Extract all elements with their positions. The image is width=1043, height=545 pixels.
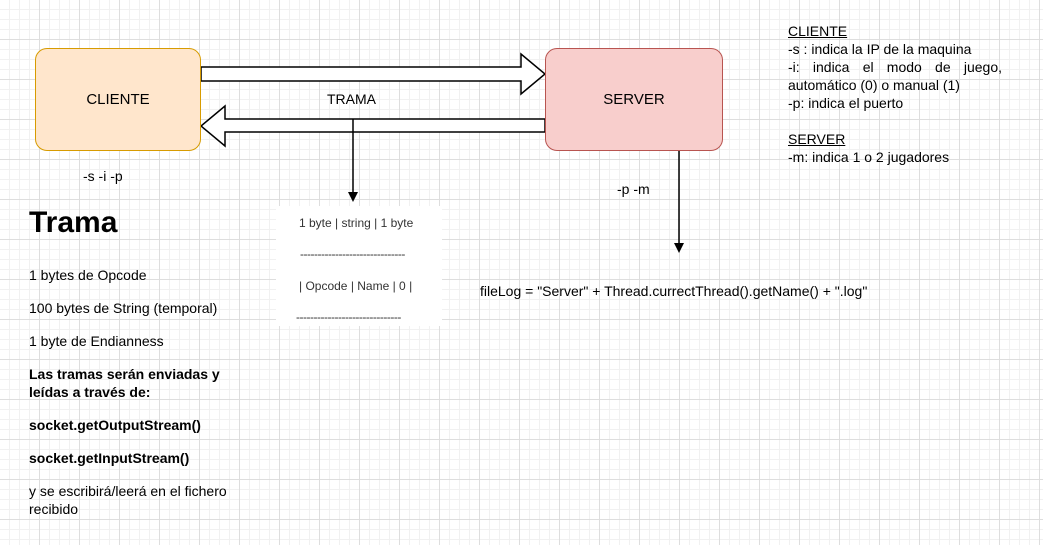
notes-spacer [788,112,1002,130]
notes-client-s: -s : indica la IP de la maquina [788,41,972,57]
trama-string-line: 100 bytes de String (temporal) [29,300,218,316]
trama-file-line: y se escribirá/leerá en el fichero recib… [29,483,227,517]
server-box[interactable]: SERVER [545,48,723,151]
notes-client-i: -i: indica el modo de juego, automático … [788,59,1002,93]
frame-layout-panel: 1 byte | string | 1 byte ---------------… [276,206,442,326]
notes-client-p: -p: indica el puerto [788,95,904,111]
trama-label: TRAMA [327,91,376,107]
server-params-label: -p -m [617,181,650,197]
notes-server-title: SERVER [788,131,846,147]
client-to-server-arrow [200,52,547,96]
trama-title: Trama [29,206,118,239]
notes-client-title: CLIENTE [788,23,848,39]
trama-arrowhead [348,192,358,202]
trama-output-stream-line: socket.getOutputStream() [29,417,201,433]
client-params-label: -s -i -p [83,168,123,184]
client-box[interactable]: CLIENTE [35,48,201,151]
file-log-label: fileLog = "Server" + Thread.currectThrea… [480,283,868,299]
notes-server-m: -m: indica 1 o 2 jugadores [788,149,950,165]
trama-sent-read-line: Las tramas serán enviadas y leídas a tra… [29,366,220,400]
frame-separator-top: ------------------------------ [300,247,405,261]
frame-header: 1 byte | string | 1 byte [299,216,414,230]
frame-fields: | Opcode | Name | 0 | [299,279,413,293]
trama-opcode-line: 1 bytes de Opcode [29,267,147,283]
server-arrowhead [674,243,684,253]
parameters-notes: CLIENTE -s : indica la IP de la maquina … [788,22,1002,166]
trama-input-stream-line: socket.getInputStream() [29,450,190,466]
frame-separator-bottom: ------------------------------ [296,310,401,324]
server-to-client-arrow [199,104,546,148]
trama-endianness-line: 1 byte de Endianness [29,333,164,349]
